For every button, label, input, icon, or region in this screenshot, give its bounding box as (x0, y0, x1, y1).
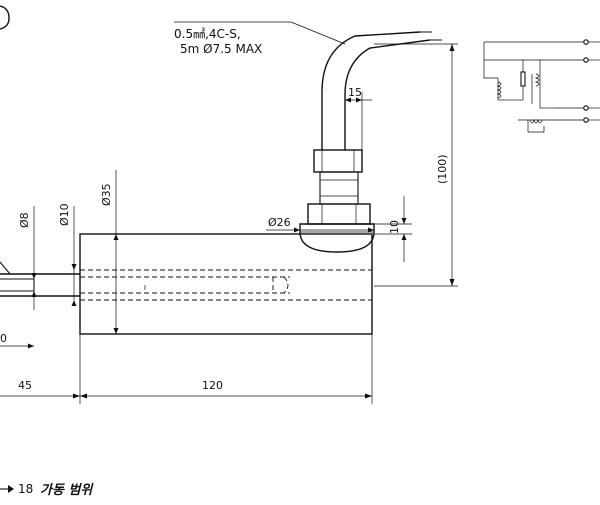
cable-gland (299, 149, 375, 253)
footer-arrow-icon (0, 485, 14, 493)
dim-26-label: Ø26 (268, 216, 291, 229)
dim-100 (374, 43, 458, 287)
dim-26 (266, 227, 374, 233)
dim-10-right-label: 10 (388, 220, 401, 234)
dim-8-label: Ø8 (18, 212, 31, 228)
cable (321, 31, 442, 150)
dim-15 (344, 92, 372, 150)
dim-8 (31, 206, 37, 310)
cable-spec-line1: 0.5㎟,4C-S, (174, 27, 241, 41)
dim-10-left-label: Ø10 (58, 203, 71, 226)
dim-15-label: 15 (348, 86, 362, 99)
dim-10-left (71, 206, 77, 306)
dim-120-label: 120 (202, 379, 223, 392)
dim-10-right (374, 196, 412, 262)
dim-35-label: Ø35 (100, 183, 113, 206)
dim-45-label: 45 (18, 379, 32, 392)
footer-title: 가동 범위 (40, 482, 94, 498)
dim-left-partial (0, 343, 34, 349)
partial-label-glyph (0, 5, 10, 30)
wiring-schematic (483, 39, 600, 133)
cable-spec-line2: 5m Ø7.5 MAX (180, 42, 262, 56)
dim-100-label: (100) (436, 154, 449, 184)
dim-120 (80, 393, 372, 399)
footer-number: 18 (18, 482, 33, 496)
dim-35 (113, 170, 119, 334)
dim-45 (0, 393, 80, 399)
cable-leader (174, 21, 346, 45)
probe-rod (0, 261, 80, 297)
dim-left-partial-label: 0 (0, 332, 7, 345)
main-body (79, 233, 373, 335)
